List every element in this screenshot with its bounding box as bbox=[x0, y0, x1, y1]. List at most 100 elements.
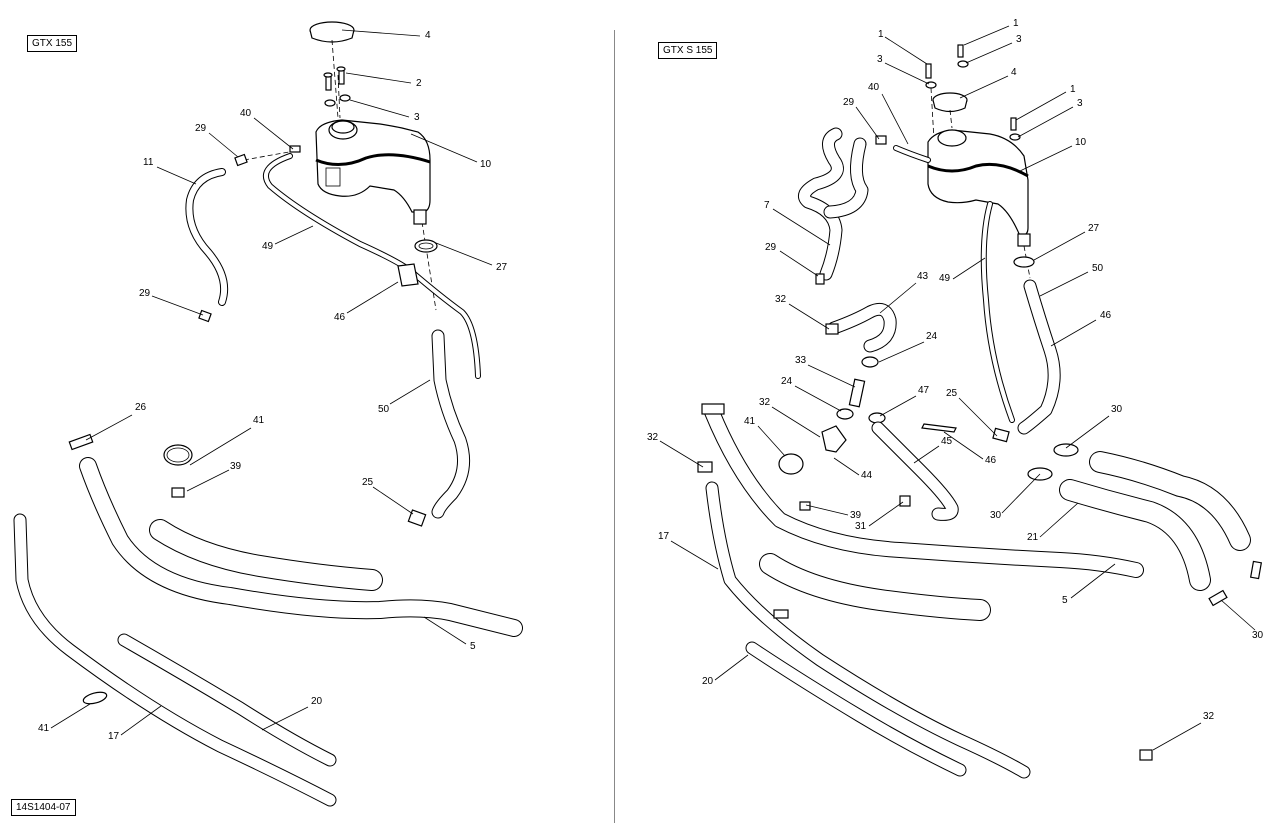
callout-r32b: 32 bbox=[759, 397, 771, 408]
callout-l27: 27 bbox=[496, 262, 508, 273]
callout-r43: 43 bbox=[917, 271, 929, 282]
leader-line-l10 bbox=[410, 133, 478, 163]
callout-r3c: 3 bbox=[1077, 98, 1083, 109]
callout-r25: 25 bbox=[946, 388, 958, 399]
callout-l17: 17 bbox=[108, 731, 120, 742]
callout-r1b: 1 bbox=[1013, 18, 1019, 29]
leader-line-r44 bbox=[833, 457, 860, 476]
leader-line-r1c bbox=[1015, 91, 1067, 121]
leader-line-r33 bbox=[807, 364, 856, 388]
leader-line-r24a bbox=[878, 341, 925, 363]
leader-line-l40 bbox=[253, 117, 294, 150]
leader-line-r4 bbox=[959, 75, 1009, 99]
callout-r29b: 29 bbox=[765, 242, 777, 253]
callout-r3a: 3 bbox=[1016, 34, 1022, 45]
callout-l3: 3 bbox=[414, 112, 420, 123]
coolant-tank-right bbox=[927, 129, 1031, 247]
callout-r45: 45 bbox=[941, 436, 953, 447]
center-divider bbox=[614, 30, 615, 823]
callout-l10: 10 bbox=[480, 159, 492, 170]
callout-r32a: 32 bbox=[775, 294, 787, 305]
leader-line-r17 bbox=[670, 540, 719, 570]
leader-line-r32b bbox=[771, 406, 821, 438]
leader-line-l39 bbox=[186, 469, 230, 492]
callout-r46a: 46 bbox=[1100, 310, 1112, 321]
leader-line-l3 bbox=[349, 99, 410, 118]
callout-r3b: 3 bbox=[877, 54, 883, 65]
callout-l2: 2 bbox=[416, 78, 422, 89]
leader-line-r21 bbox=[1039, 502, 1079, 538]
callout-r21: 21 bbox=[1027, 532, 1039, 543]
callout-l26: 26 bbox=[135, 402, 147, 413]
leader-line-r46b bbox=[943, 431, 984, 460]
leader-line-l41a bbox=[189, 427, 252, 466]
callout-l39: 39 bbox=[230, 461, 242, 472]
leader-line-r31 bbox=[868, 501, 904, 527]
leader-line-r32a bbox=[788, 303, 830, 330]
leader-line-r3b bbox=[884, 62, 930, 85]
callout-r39: 39 bbox=[850, 510, 862, 521]
leader-line-r40 bbox=[881, 93, 909, 145]
leader-line-l4 bbox=[341, 29, 421, 37]
leader-line-r1b bbox=[963, 25, 1010, 46]
callout-r30a: 30 bbox=[1111, 404, 1123, 415]
leader-line-l41b bbox=[50, 703, 91, 729]
callout-l29b: 29 bbox=[139, 288, 151, 299]
leader-line-l25 bbox=[372, 486, 414, 515]
leader-line-r30c bbox=[1220, 599, 1256, 631]
leader-line-r10 bbox=[1019, 145, 1073, 172]
callout-l49: 49 bbox=[262, 241, 274, 252]
callout-l41b: 41 bbox=[38, 723, 50, 734]
leader-line-r45 bbox=[913, 445, 940, 464]
leader-line-r47 bbox=[879, 395, 917, 417]
callout-r30c: 30 bbox=[1252, 630, 1264, 641]
callout-r40: 40 bbox=[868, 82, 880, 93]
leader-line-r3a bbox=[965, 42, 1013, 64]
leader-line-r25 bbox=[958, 397, 998, 437]
callout-r7: 7 bbox=[764, 200, 770, 211]
leader-line-r30b bbox=[1001, 473, 1041, 514]
leader-line-l29b bbox=[151, 295, 204, 316]
right-panel-drawing bbox=[697, 44, 1263, 779]
leader-line-r20 bbox=[714, 654, 749, 681]
callout-r5: 5 bbox=[1062, 595, 1068, 606]
callout-r4: 4 bbox=[1011, 67, 1017, 78]
right-model-label: GTX S 155 bbox=[658, 42, 718, 59]
callout-r10: 10 bbox=[1075, 137, 1087, 148]
leader-line-r1a bbox=[884, 36, 928, 65]
leader-line-r29a bbox=[855, 106, 880, 140]
leader-line-l27 bbox=[435, 242, 493, 266]
callout-r20: 20 bbox=[702, 676, 714, 687]
callout-r49: 49 bbox=[939, 273, 951, 284]
leader-line-r49 bbox=[952, 257, 986, 280]
drawing-code-label: 14S1404-07 bbox=[11, 799, 76, 816]
screws-left bbox=[323, 66, 346, 91]
leader-line-r50 bbox=[1039, 271, 1089, 297]
leader-line-l49 bbox=[274, 225, 314, 245]
leader-line-l20 bbox=[261, 706, 309, 731]
leader-line-r32d bbox=[1152, 722, 1202, 751]
callout-l41a: 41 bbox=[253, 415, 265, 426]
leader-line-l50 bbox=[389, 379, 431, 405]
leader-line-l11 bbox=[156, 166, 197, 185]
leader-line-r43 bbox=[879, 282, 917, 314]
leader-line-l26 bbox=[85, 414, 133, 441]
leader-line-r7 bbox=[772, 208, 831, 246]
leader-line-r29b bbox=[779, 250, 819, 277]
callout-l25: 25 bbox=[362, 477, 374, 488]
callout-r24b: 24 bbox=[781, 376, 793, 387]
callout-l50: 50 bbox=[378, 404, 390, 415]
callout-r44: 44 bbox=[861, 470, 873, 481]
callout-r1c: 1 bbox=[1070, 84, 1076, 95]
callout-r47: 47 bbox=[918, 385, 930, 396]
callout-r30b: 30 bbox=[990, 510, 1002, 521]
callout-r17: 17 bbox=[658, 531, 670, 542]
leader-line-r5 bbox=[1070, 563, 1116, 599]
leader-line-r39 bbox=[805, 504, 849, 516]
callout-l20: 20 bbox=[311, 696, 323, 707]
leader-line-l2 bbox=[345, 72, 412, 84]
callout-l11: 11 bbox=[143, 157, 154, 168]
